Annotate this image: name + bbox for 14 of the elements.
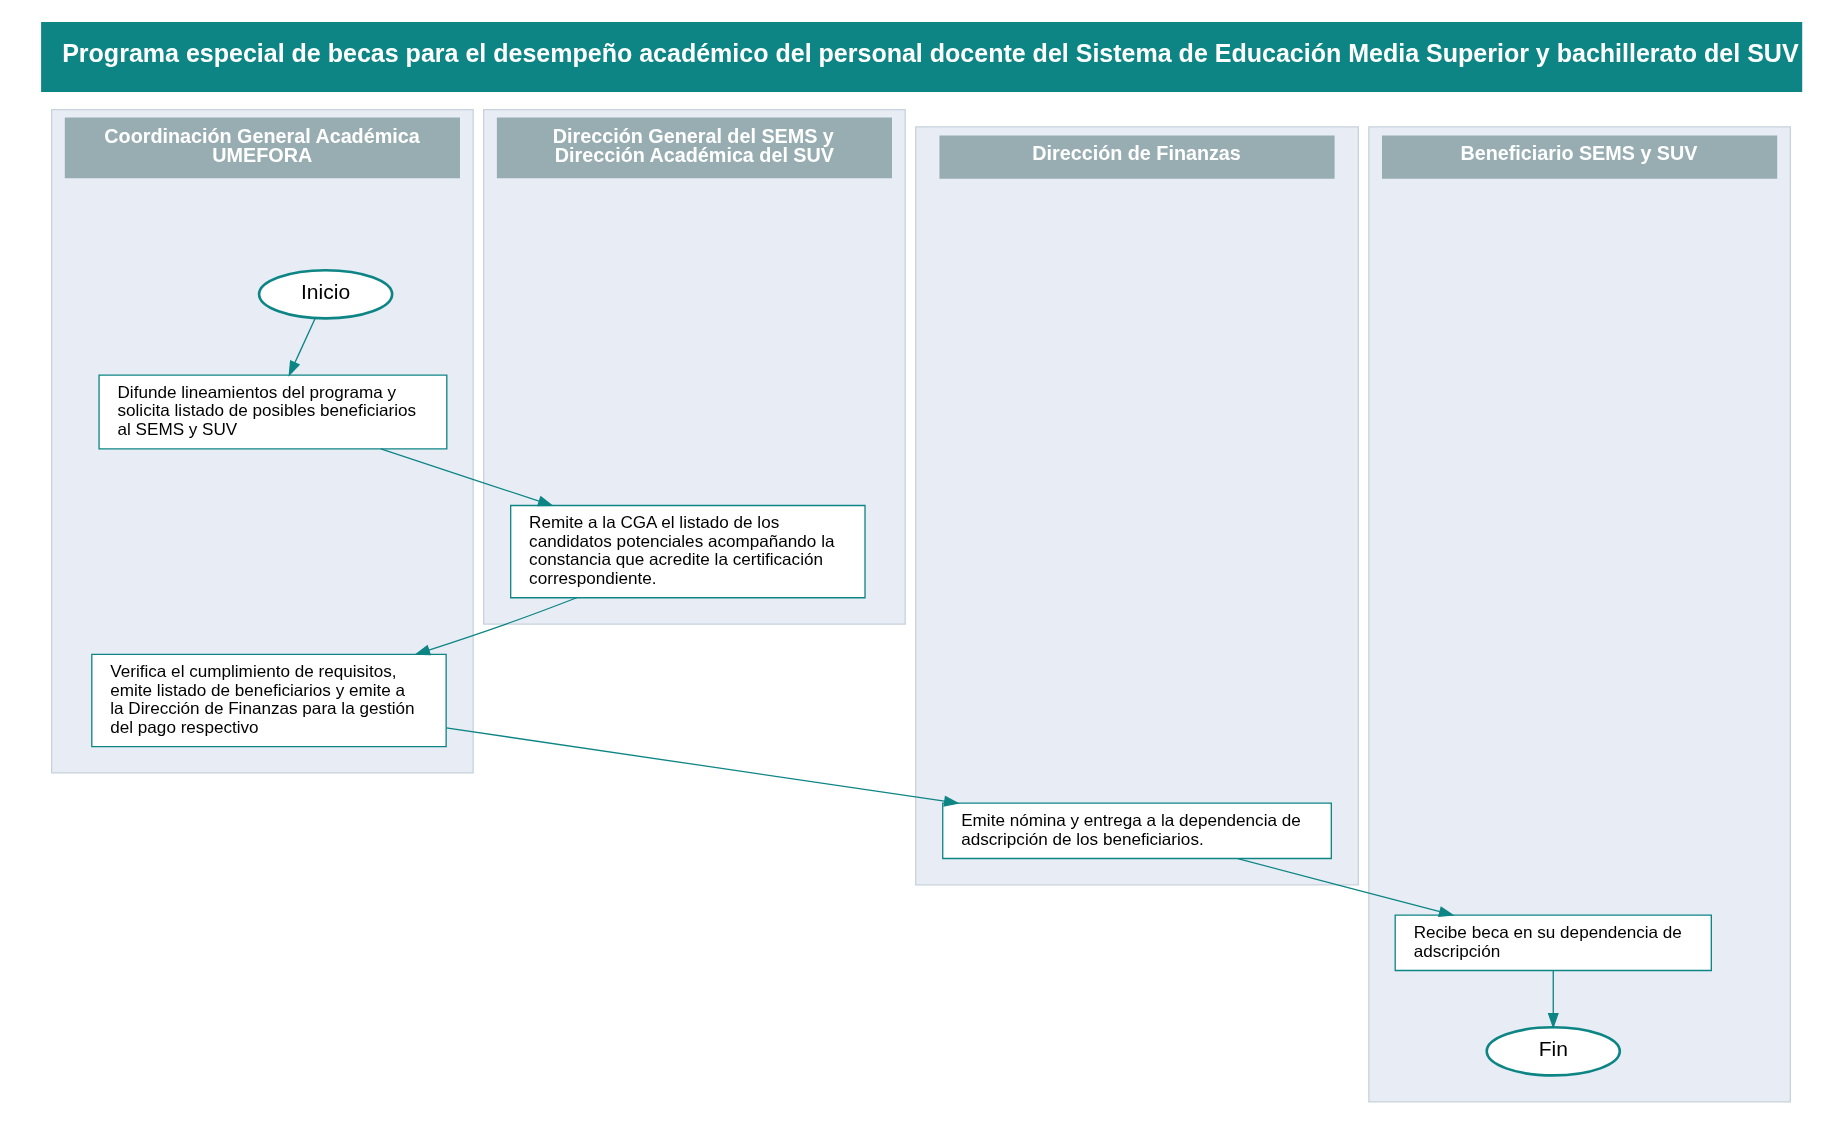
arrow <box>1547 970 1559 1029</box>
node-box: Difunde lineamientos del programa y solicita listado de posibles beneficiarios al SEMS y SUV <box>97 374 447 450</box>
node-box: Remite a la CGA el listado de los candidatos potenciales acompañando la constancia que acredite la certificación correspondiente. <box>509 504 866 599</box>
arrow <box>1236 858 1455 917</box>
arrow <box>445 727 960 807</box>
node-ellipse: Inicio <box>257 268 393 320</box>
node-ellipse: Fin <box>1484 1025 1621 1077</box>
diagram-title: Programa especial de becas para el desempeño académico del personal docente del Sistema de Educación Media Superior y bachillerato del SUV <box>61 38 1799 67</box>
node-box: Recibe beca en su dependencia de adscripción <box>1394 914 1712 972</box>
node-box: Verifica el cumplimiento de requisitos, emite listado de beneficiarios y emite a la Dirección de Finanzas para la gestión del pago respectivo <box>90 653 447 748</box>
arrow <box>413 597 577 656</box>
arrow <box>379 448 554 507</box>
node-box: Emite nómina y entrega a la dependencia de adscripción de los beneficiarios. <box>941 802 1332 860</box>
arrow <box>288 317 316 377</box>
